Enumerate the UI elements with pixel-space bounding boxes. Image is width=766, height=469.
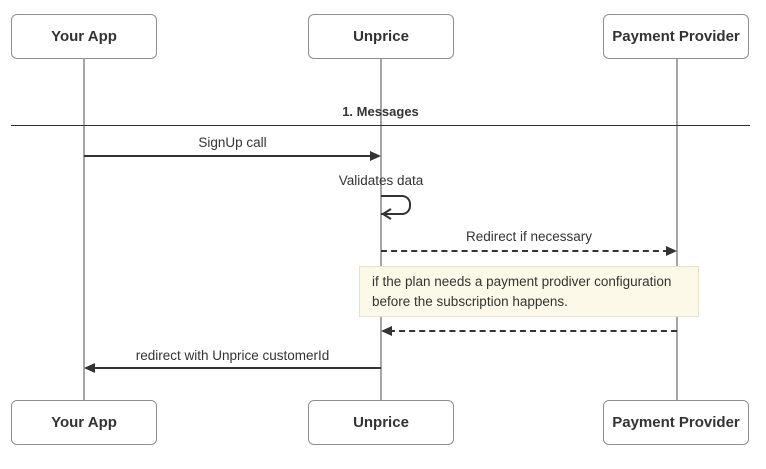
actor-box-unprice-bottom: Unprice: [308, 400, 454, 445]
arrowhead-right-icon: [666, 246, 677, 256]
message-line-redirect-if-necessary: [381, 250, 669, 252]
lifeline-your-app: [83, 59, 85, 400]
self-loop-line: [381, 195, 411, 215]
self-loop-arrowhead-icon: [381, 208, 392, 220]
message-line-provider-return: [389, 330, 677, 332]
arrowhead-right-icon: [370, 151, 381, 161]
message-label-validates-data: Validates data: [338, 173, 424, 188]
actor-box-payment-provider-bottom: Payment Provider: [603, 400, 749, 445]
actor-label-payment-provider-bottom: Payment Provider: [612, 414, 740, 431]
actor-box-payment-provider-top: Payment Provider: [603, 14, 749, 59]
actor-label-payment-provider-top: Payment Provider: [612, 28, 740, 45]
note-line-1: if the plan needs a payment prodiver con…: [372, 273, 672, 289]
message-label-signup-call: SignUp call: [198, 135, 267, 150]
actor-box-your-app-top: Your App: [11, 14, 157, 59]
actor-label-your-app-bottom: Your App: [51, 414, 117, 431]
divider-label: 1. Messages: [342, 104, 419, 119]
arrowhead-left-icon: [381, 326, 392, 336]
message-label-redirect-if-necessary: Redirect if necessary: [465, 229, 593, 244]
arrowhead-left-icon: [84, 363, 95, 373]
actor-box-unprice-top: Unprice: [308, 14, 454, 59]
message-line-redirect-customerid: [92, 367, 381, 369]
lifeline-unprice: [380, 59, 382, 400]
actor-label-unprice-bottom: Unprice: [353, 414, 409, 431]
message-line-signup-call: [84, 155, 374, 157]
actor-box-your-app-bottom: Your App: [11, 400, 157, 445]
message-label-redirect-customerid: redirect with Unprice customerId: [135, 348, 330, 363]
actor-label-your-app-top: Your App: [51, 28, 117, 45]
note-box: if the plan needs a payment prodiver con…: [359, 266, 699, 317]
divider-line: [11, 125, 750, 126]
note-line-2: before the subscription happens.: [372, 293, 568, 309]
actor-label-unprice-top: Unprice: [353, 28, 409, 45]
lifeline-payment-provider: [676, 59, 678, 400]
